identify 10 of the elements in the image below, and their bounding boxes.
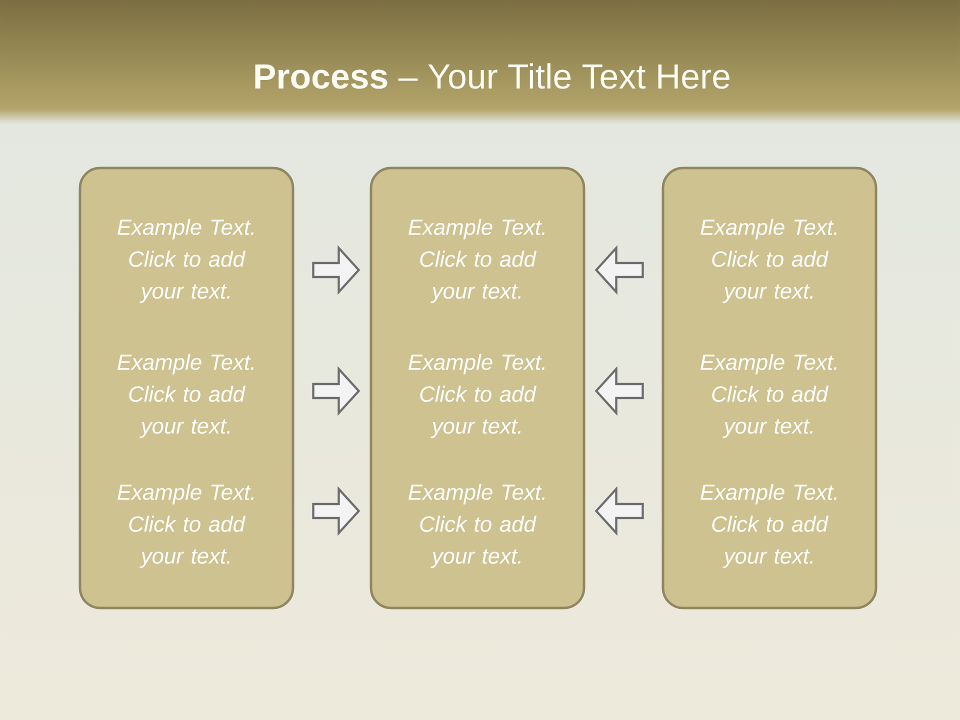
title: Process – Your Title Text Here [255, 63, 730, 89]
block-arrow [312, 245, 360, 295]
block-arrow [594, 366, 644, 416]
text-panel: Example Text. Click to add your text. Example Text. Click to add your text. Example Text. Click to add your text. [78, 166, 294, 610]
block-arrow [312, 366, 360, 416]
block-arrow [312, 486, 360, 536]
text-panel: Example Text. Click to add your text. Example Text. Click to add your text. Example Text. Click to add your text. [370, 166, 586, 610]
block-arrow [594, 486, 644, 536]
text-panel: Example Text. Click to add your text. Example Text. Click to add your text. Example Text. Click to add your text. [662, 166, 878, 610]
block-arrow [594, 245, 644, 295]
